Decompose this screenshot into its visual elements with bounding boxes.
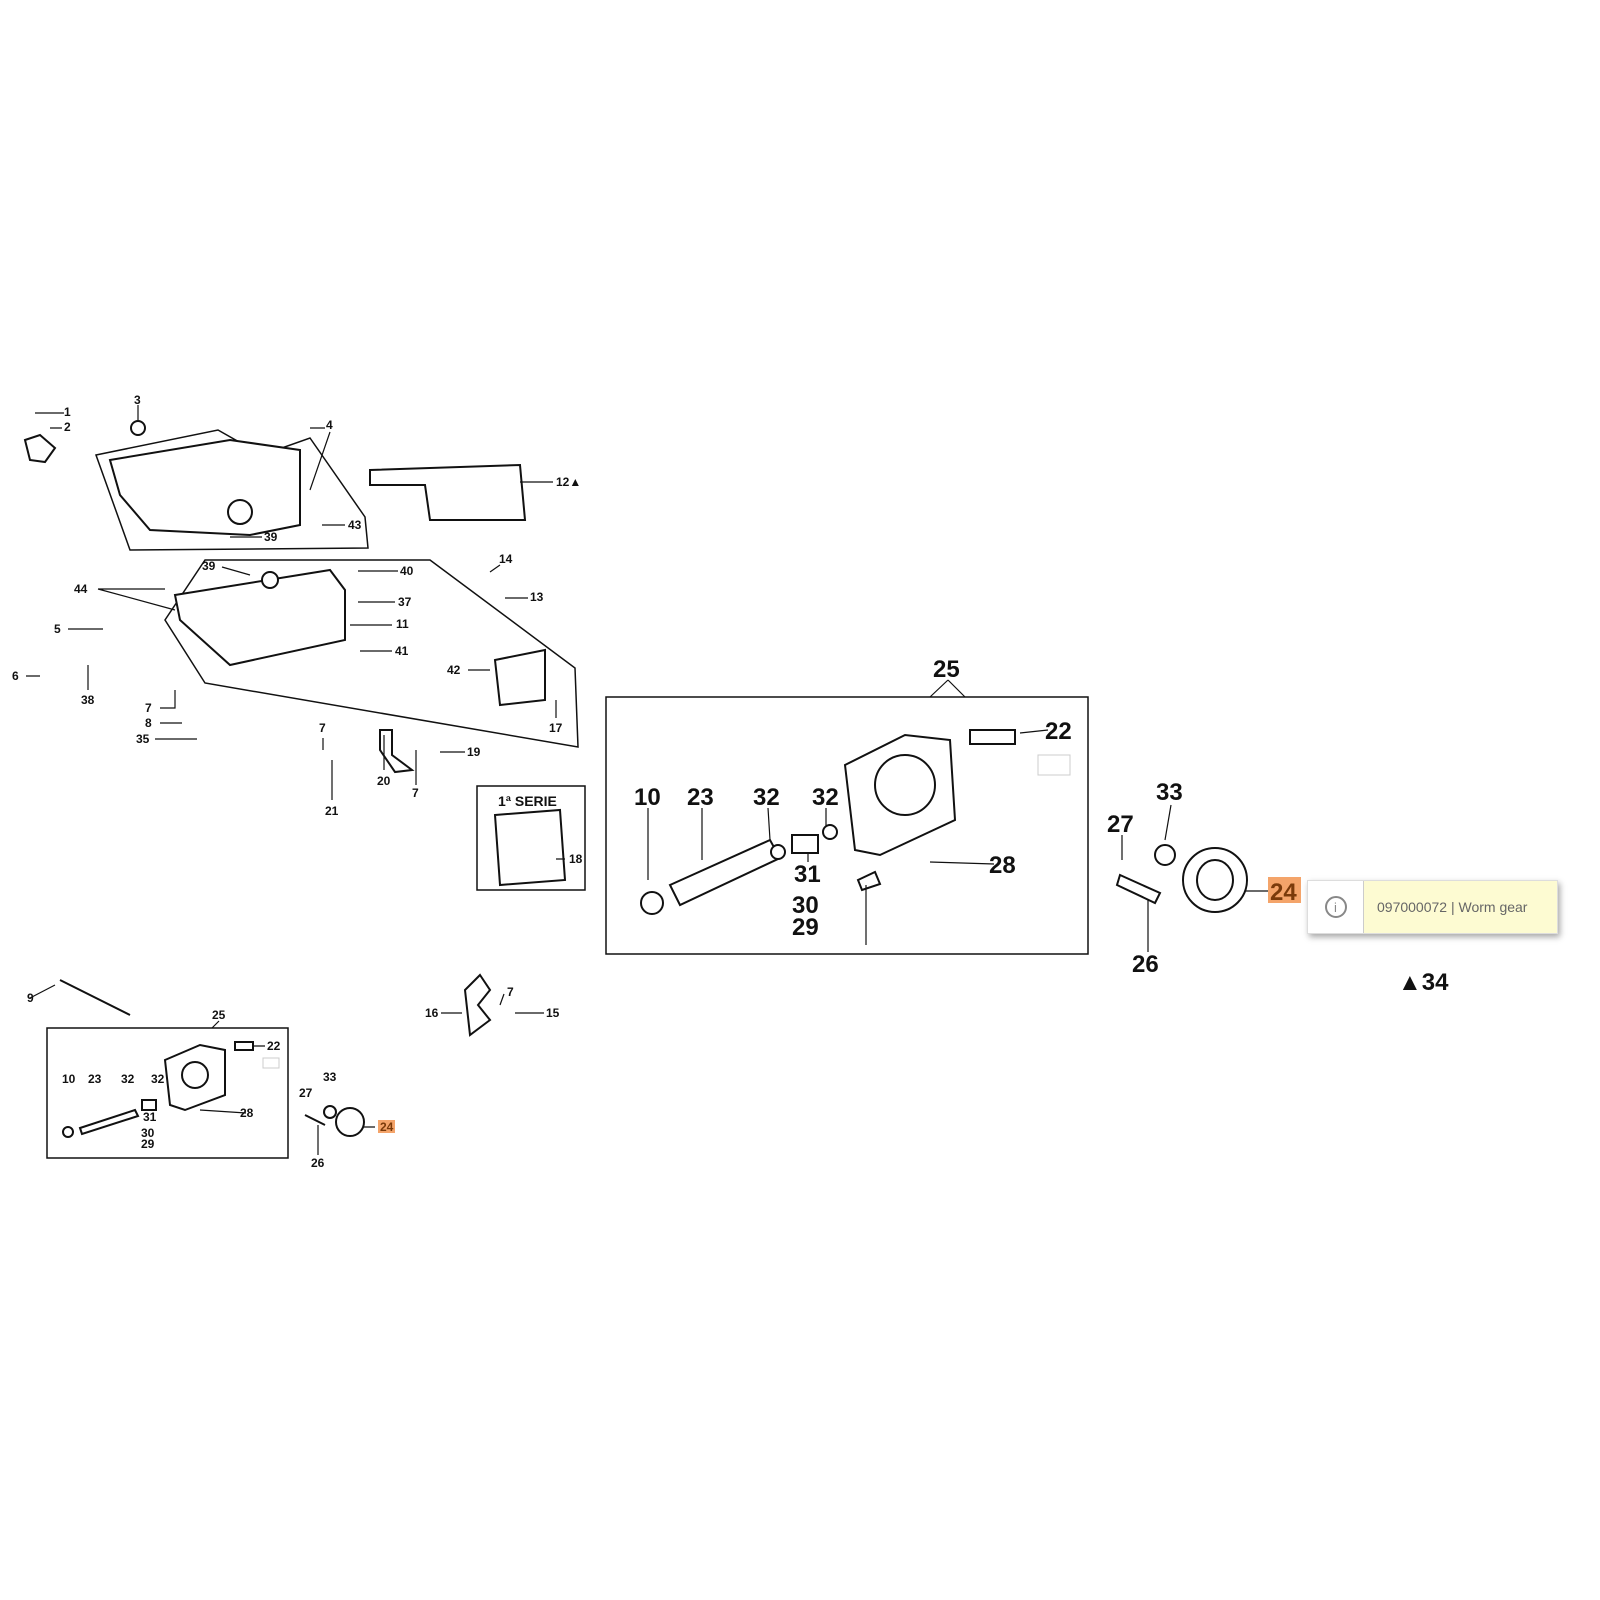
callout[interactable]: 7: [507, 985, 514, 999]
callout[interactable]: 29: [792, 914, 819, 941]
callout[interactable]: 7: [412, 786, 419, 800]
tooltip-text: 097000072 | Worm gear: [1364, 881, 1557, 933]
callout[interactable]: 28: [240, 1106, 254, 1120]
callouts-small: 9 16 7 15 25 22 10 23 32 32 31 28 30 29 …: [27, 985, 560, 1170]
callout[interactable]: 30: [141, 1126, 155, 1140]
callout[interactable]: 33: [1156, 779, 1183, 806]
callout[interactable]: 12▲: [556, 475, 581, 489]
callout[interactable]: 3: [134, 393, 141, 407]
callouts-large: 25 22 10 23 32 32 31 28 30 29 33 27 24 2…: [634, 656, 1449, 996]
callout[interactable]: 13: [530, 590, 544, 604]
callout[interactable]: 7: [319, 721, 326, 735]
callout[interactable]: 23: [88, 1072, 102, 1086]
callout[interactable]: 22: [267, 1039, 281, 1053]
callout[interactable]: 22: [1045, 718, 1072, 745]
callout[interactable]: 40: [400, 564, 414, 578]
callout[interactable]: 32: [121, 1072, 135, 1086]
callout[interactable]: 37: [398, 595, 412, 609]
triangle-note: ▲34: [1398, 969, 1449, 996]
callout[interactable]: 7: [145, 701, 152, 715]
callout[interactable]: 10: [62, 1072, 76, 1086]
callout[interactable]: 14: [499, 552, 513, 566]
oil-pump-large: [605, 696, 1248, 955]
callout[interactable]: 25: [212, 1008, 226, 1022]
callout[interactable]: 42: [447, 663, 461, 677]
highlight-box: [1268, 877, 1301, 903]
callout[interactable]: 44: [74, 582, 88, 596]
callout[interactable]: 17: [549, 721, 563, 735]
callout[interactable]: 15: [546, 1006, 560, 1020]
callout[interactable]: 19: [467, 745, 481, 759]
callout[interactable]: 20: [377, 774, 391, 788]
callout[interactable]: 9: [27, 991, 34, 1005]
part-tooltip: i 097000072 | Worm gear: [1307, 880, 1558, 934]
callout[interactable]: 18: [569, 852, 583, 866]
callout[interactable]: 32: [151, 1072, 165, 1086]
callout[interactable]: 25: [933, 656, 960, 683]
callout[interactable]: 39: [202, 559, 216, 573]
callout[interactable]: 38: [81, 693, 95, 707]
callout[interactable]: 43: [348, 518, 362, 532]
callout[interactable]: 33: [323, 1070, 337, 1084]
callout[interactable]: 8: [145, 716, 152, 730]
callout[interactable]: 41: [395, 644, 409, 658]
callout[interactable]: 27: [1107, 811, 1134, 838]
info-icon: i: [1308, 881, 1364, 933]
callout[interactable]: 32: [812, 784, 839, 811]
callout[interactable]: 1: [64, 405, 71, 419]
oil-pump-small: [46, 1027, 365, 1159]
callout[interactable]: 5: [54, 622, 61, 636]
callout[interactable]: 29: [141, 1137, 155, 1151]
callout[interactable]: 26: [311, 1156, 325, 1170]
callout[interactable]: 21: [325, 804, 339, 818]
callout[interactable]: 28: [989, 852, 1016, 879]
callout-highlighted[interactable]: 24: [1270, 879, 1297, 906]
callout[interactable]: 16: [425, 1006, 439, 1020]
callout[interactable]: 6: [12, 669, 19, 683]
callout[interactable]: 26: [1132, 951, 1159, 978]
callout[interactable]: 27: [299, 1086, 313, 1100]
callouts-top: 1 2 3 4 12▲ 43 39 39 40 44 14 13 37 5 11…: [12, 393, 586, 891]
callout-highlighted[interactable]: 24: [380, 1120, 394, 1134]
callout[interactable]: 31: [794, 861, 821, 888]
callout[interactable]: 2: [64, 420, 71, 434]
callout[interactable]: 11: [396, 617, 409, 631]
callout[interactable]: 4: [326, 418, 333, 432]
callout[interactable]: 39: [264, 530, 278, 544]
crankcase-group: [23, 420, 579, 1037]
callout[interactable]: 10: [634, 784, 661, 811]
highlight-box: [378, 1120, 395, 1133]
callout[interactable]: 32: [753, 784, 780, 811]
series-label: 1ª SERIE: [498, 793, 557, 809]
leader-lines: [26, 405, 1270, 1155]
callout[interactable]: 31: [143, 1110, 157, 1124]
callout[interactable]: 35: [136, 732, 150, 746]
callout[interactable]: 30: [792, 892, 819, 919]
callout[interactable]: 23: [687, 784, 714, 811]
